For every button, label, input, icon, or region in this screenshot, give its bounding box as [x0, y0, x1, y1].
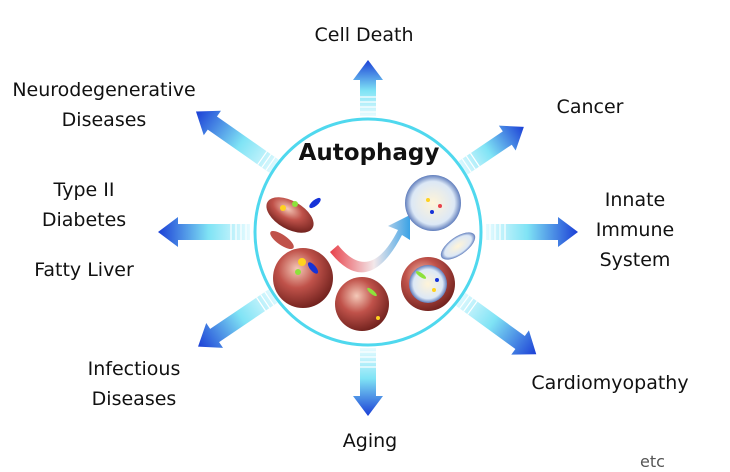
arrow-type2-fatty-liver	[158, 217, 250, 247]
label-type-ii-diabetes: Type II Diabetes	[24, 175, 144, 235]
label-fatty-liver-line: Fatty Liver	[34, 259, 134, 281]
membrane-fragment-icon	[266, 197, 314, 233]
label-cell-death-line: Cell Death	[314, 24, 414, 46]
label-type-ii-diabetes-line: Diabetes	[41, 209, 127, 231]
cell-icon	[335, 277, 389, 331]
label-neurodegenerative-diseases-line: Neurodegenerative	[12, 79, 196, 101]
label-infectious-diseases-line: Infectious	[87, 358, 181, 380]
arrows-group	[158, 60, 578, 416]
label-infectious-diseases-line: Diseases	[91, 388, 177, 410]
label-innate-immune-system-line: Innate	[604, 189, 666, 211]
label-cell-death: Cell Death	[304, 20, 424, 50]
label-cardiomyopathy: Cardiomyopathy	[520, 368, 700, 398]
arrow-infectious	[198, 286, 282, 348]
label-cardiomyopathy-line: Cardiomyopathy	[531, 372, 689, 394]
label-cancer-line: Cancer	[556, 96, 624, 118]
lysosome-icon	[405, 175, 461, 231]
label-innate-immune-system-line: System	[599, 249, 671, 271]
label-neurodegenerative-diseases-line: Diseases	[61, 109, 147, 131]
arrow-aging	[353, 348, 383, 416]
arrow-cardiomyopathy	[452, 290, 537, 355]
label-type-ii-diabetes-line: Type II	[53, 179, 115, 201]
cell-icon	[273, 248, 333, 308]
label-fatty-liver: Fatty Liver	[14, 255, 154, 285]
label-aging-line: Aging	[342, 430, 398, 452]
arrow-innate-immune	[486, 217, 578, 247]
arrow-cell-death	[353, 60, 383, 116]
label-aging: Aging	[320, 426, 420, 456]
etc-text: etc	[640, 452, 665, 471]
conversion-arrow-icon	[330, 215, 410, 273]
autophagy-title: Autophagy	[298, 140, 440, 166]
membrane-fragment-icon	[270, 230, 294, 250]
label-innate-immune-system-line: Immune	[595, 219, 675, 241]
arrow-cancer	[454, 125, 524, 178]
vesicle-icon	[440, 232, 476, 260]
autophagy-illustration	[266, 175, 476, 331]
label-cancer: Cancer	[540, 92, 640, 122]
